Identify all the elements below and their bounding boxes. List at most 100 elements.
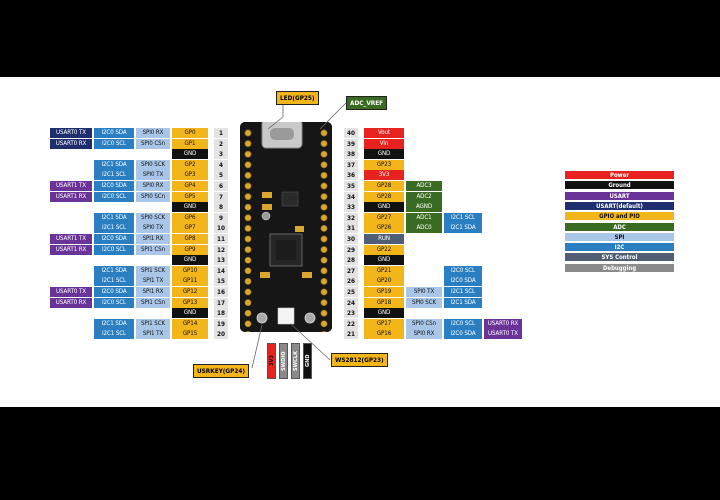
pin-1-function: USART0 TX <box>50 128 92 138</box>
pin-pad <box>244 140 252 148</box>
pin-4-function: I2C1 SDA <box>94 159 134 170</box>
pin-35-function: ADC3 <box>406 181 442 191</box>
pin-11-function: GP8 <box>172 234 208 244</box>
pin-12-function: GP9 <box>172 244 208 255</box>
legend-item: ADC <box>564 221 675 232</box>
pin-9-function: I2C1 SDA <box>94 212 134 223</box>
pin-number: 1 <box>214 128 228 138</box>
pin-5-function: I2C1 SCL <box>94 170 134 181</box>
pin-30-function: RUN <box>364 234 404 244</box>
pin-3-function: GND <box>172 149 208 160</box>
pin-4-function: SPI0 SCK <box>136 159 170 170</box>
pin-7-function: SPI0 SCn <box>136 191 170 202</box>
pin-pad <box>244 288 252 296</box>
pin-pad <box>244 309 252 317</box>
pin-pad <box>244 129 252 137</box>
pin-pad <box>320 203 328 211</box>
pin-number: 16 <box>214 287 228 297</box>
pin-15-function: GP11 <box>172 276 208 287</box>
pin-number: 28 <box>344 255 358 266</box>
flash-chip <box>281 191 299 207</box>
pin-25-function: I2C1 SCL <box>444 287 482 297</box>
pin-pad <box>320 277 328 285</box>
pin-pad <box>244 246 252 254</box>
legend-item: SPI <box>564 231 675 242</box>
pin-pad <box>244 182 252 190</box>
debug-pin-label: SWDIO <box>279 343 288 379</box>
pin-number: 37 <box>344 159 358 170</box>
pin-22-function: SPI0 CSn <box>406 318 442 329</box>
pin-pad <box>244 267 252 275</box>
pin-19-function: GP14 <box>172 318 208 329</box>
board-image <box>240 122 332 332</box>
pin-12-function: I2C0 SCL <box>94 244 134 255</box>
pin-number: 15 <box>214 276 228 287</box>
pin-20-function: GP15 <box>172 329 208 340</box>
pin-number: 23 <box>344 308 358 319</box>
pin-6-function: USART1 TX <box>50 181 92 191</box>
pin-pad <box>320 246 328 254</box>
pin-number: 2 <box>214 138 228 149</box>
pin-29-function: GP22 <box>364 244 404 255</box>
debug-pin-label: GND <box>303 343 312 379</box>
pin-number: 3 <box>214 149 228 160</box>
pin-33-function: AGND <box>406 202 442 213</box>
pin-pad <box>320 309 328 317</box>
pin-11-function: SPI1 RX <box>136 234 170 244</box>
pin-13-function: GND <box>172 255 208 266</box>
pin-16-function: SPI1 RX <box>136 287 170 297</box>
pin-2-function: SPI0 CSn <box>136 138 170 149</box>
pin-pad <box>245 330 251 332</box>
legend-item: Power <box>564 170 675 180</box>
pin-2-function: I2C0 SCL <box>94 138 134 149</box>
board-drawing <box>240 122 332 332</box>
pin-pad <box>320 193 328 201</box>
pin-4-function: GP2 <box>172 159 208 170</box>
pin-1-function: SPI0 RX <box>136 128 170 138</box>
pin-pad <box>244 277 252 285</box>
pin-32-function: ADC1 <box>406 212 442 223</box>
pin-number: 25 <box>344 287 358 297</box>
pin-35-function: GP28 <box>364 181 404 191</box>
pin-26-function: GP20 <box>364 276 404 287</box>
pin-9-function: SPI0 SCK <box>136 212 170 223</box>
pin-2-function: GP1 <box>172 138 208 149</box>
pin-pad <box>320 299 328 307</box>
legend-item: USART <box>564 190 675 201</box>
pin-number: 5 <box>214 170 228 181</box>
pin-19-function: I2C1 SDA <box>94 318 134 329</box>
pin-34-function: ADC2 <box>406 191 442 202</box>
pin-pad <box>244 235 252 243</box>
pin-number: 39 <box>344 138 358 149</box>
pin-19-function: SPI1 SCK <box>136 318 170 329</box>
pin-number: 18 <box>214 308 228 319</box>
usrkey-callout: USRKEY(GP24) <box>193 364 249 378</box>
pin-15-function: SPI1 TX <box>136 276 170 287</box>
pin-2-function: USART0 RX <box>50 138 92 149</box>
pin-number: 14 <box>214 265 228 276</box>
pin-pad <box>320 214 328 222</box>
pin-pad <box>320 182 328 190</box>
pin-14-function: I2C1 SDA <box>94 265 134 276</box>
pin-22-function: I2C0 SCL <box>444 318 482 329</box>
pin-31-function: ADC0 <box>406 223 442 234</box>
pin-23-function: GND <box>364 308 404 319</box>
legend-item: USART(default) <box>564 200 675 211</box>
pin-7-function: USART1 RX <box>50 191 92 202</box>
pin-number: 19 <box>214 318 228 329</box>
pin-pad <box>244 299 252 307</box>
pin-pad <box>320 150 328 158</box>
pin-pad <box>244 150 252 158</box>
pin-10-function: GP7 <box>172 223 208 234</box>
pin-21-function: USART0 TX <box>484 329 522 340</box>
pin-27-function: GP21 <box>364 265 404 276</box>
pin-pad <box>244 214 252 222</box>
legend-item: GPIO and PIO <box>564 211 675 222</box>
pin-12-function: SPI1 CSn <box>136 244 170 255</box>
pin-12-function: USART1 RX <box>50 244 92 255</box>
pin-33-function: GND <box>364 202 404 213</box>
ws2812-callout: WS2812(GP23) <box>331 353 388 367</box>
pin-17-function: USART0 RX <box>50 297 92 308</box>
pin-number: 30 <box>344 234 358 244</box>
pin-25-function: GP19 <box>364 287 404 297</box>
